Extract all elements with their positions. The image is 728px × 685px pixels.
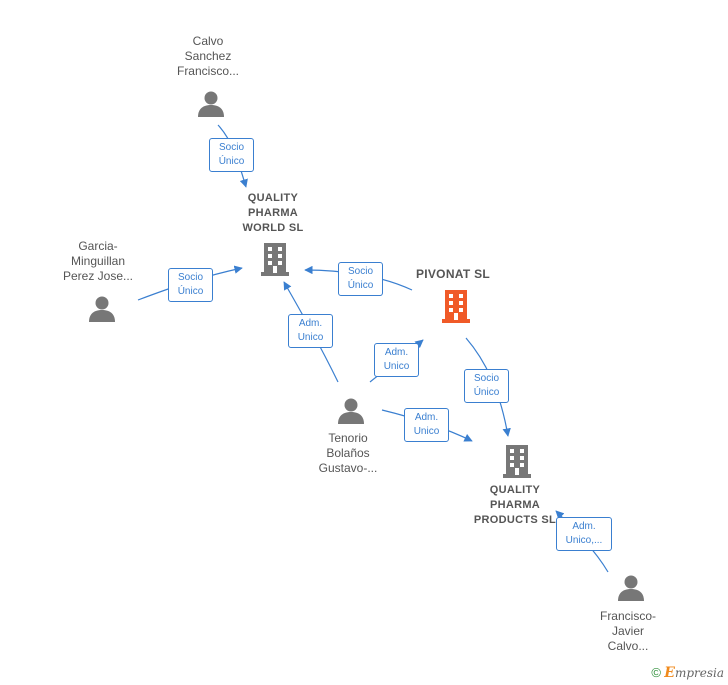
- edge-label-adm-unico[interactable]: Adm. Unico: [374, 343, 419, 377]
- edge-label-adm-unico[interactable]: Adm. Unico: [404, 408, 449, 442]
- copyright-icon: ©: [651, 665, 661, 680]
- edge-label-socio-unico[interactable]: Socio Único: [168, 268, 213, 302]
- node-label-line: PHARMA: [489, 499, 541, 511]
- person-node-calvo-sanchez[interactable]: Calvo Sanchez Francisco...: [160, 34, 256, 79]
- edge-label-line: Adm.: [572, 521, 596, 532]
- node-label-line: WORLD SL: [242, 222, 304, 234]
- edge-label-line: Unico: [413, 426, 440, 437]
- node-label-line: Tenorio: [328, 431, 368, 445]
- edge-label-line: Socio: [347, 266, 373, 277]
- edge-label-line: Socio: [177, 272, 203, 283]
- node-label-line: Francisco...: [176, 64, 239, 78]
- node-label-line: Javier: [611, 624, 644, 638]
- edge-label-line: Único: [347, 280, 374, 291]
- edge-label-line: Único: [218, 156, 245, 167]
- company-node-quality-pharma-products[interactable]: QUALITY PHARMA PRODUCTS SL: [460, 483, 570, 528]
- node-label-line: Calvo...: [607, 639, 649, 653]
- node-label-line: PIVONAT SL: [415, 267, 491, 281]
- building-icon: [503, 445, 531, 478]
- edge-label-line: Socio: [218, 142, 244, 153]
- brand-footer: © Empresia: [651, 665, 724, 681]
- person-icon: [198, 91, 224, 117]
- node-label-line: Francisco-: [599, 609, 656, 623]
- person-node-garcia-minguillan[interactable]: Garcia- Minguillan Perez Jose...: [50, 239, 146, 284]
- edge-label-line: Adm.: [384, 347, 409, 358]
- edge-label-line: Único: [473, 387, 500, 398]
- node-label-line: Bolaños: [326, 446, 370, 460]
- node-label-line: QUALITY: [489, 484, 541, 496]
- company-node-quality-pharma-world[interactable]: QUALITY PHARMA WORLD SL: [223, 191, 323, 236]
- node-label-line: PHARMA: [247, 207, 299, 219]
- edge-label-line: Único: [177, 286, 204, 297]
- edge-label-socio-unico[interactable]: Socio Único: [338, 262, 383, 296]
- edge-label-socio-unico[interactable]: Socio Único: [464, 369, 509, 403]
- building-icon: [261, 243, 289, 276]
- person-icon: [618, 575, 644, 601]
- node-label-line: Minguillan: [70, 254, 126, 268]
- edge-label-adm-unico[interactable]: Adm. Unico: [288, 314, 333, 348]
- edge-label-line: Unico: [383, 361, 410, 372]
- person-icon: [89, 296, 115, 322]
- node-label-line: Sanchez: [184, 49, 232, 63]
- edge-label-line: Adm.: [414, 412, 439, 423]
- edge-label-line: Unico: [297, 332, 324, 343]
- edge-label-adm-unico[interactable]: Adm. Unico,...: [556, 517, 612, 551]
- company-node-pivonat[interactable]: PIVONAT SL: [403, 267, 503, 282]
- node-label-line: PRODUCTS SL: [473, 514, 557, 526]
- node-label-line: Calvo: [192, 34, 224, 48]
- edge-label-line: Unico,...: [565, 535, 603, 546]
- node-label-line: QUALITY: [247, 192, 299, 204]
- person-node-francisco-javier[interactable]: Francisco- Javier Calvo...: [580, 609, 676, 654]
- node-label-line: Gustavo-...: [318, 461, 378, 475]
- building-icon-highlighted: [442, 290, 470, 323]
- edge-label-line: Adm.: [298, 318, 323, 329]
- brand-logo: Empresia: [664, 665, 724, 681]
- edge-label-socio-unico[interactable]: Socio Único: [209, 138, 254, 172]
- person-node-tenorio[interactable]: Tenorio Bolaños Gustavo-...: [300, 431, 396, 476]
- node-label-line: Garcia-: [78, 239, 118, 253]
- node-label-line: Perez Jose...: [62, 269, 134, 283]
- edge-label-line: Socio: [473, 373, 499, 384]
- person-icon: [338, 398, 364, 424]
